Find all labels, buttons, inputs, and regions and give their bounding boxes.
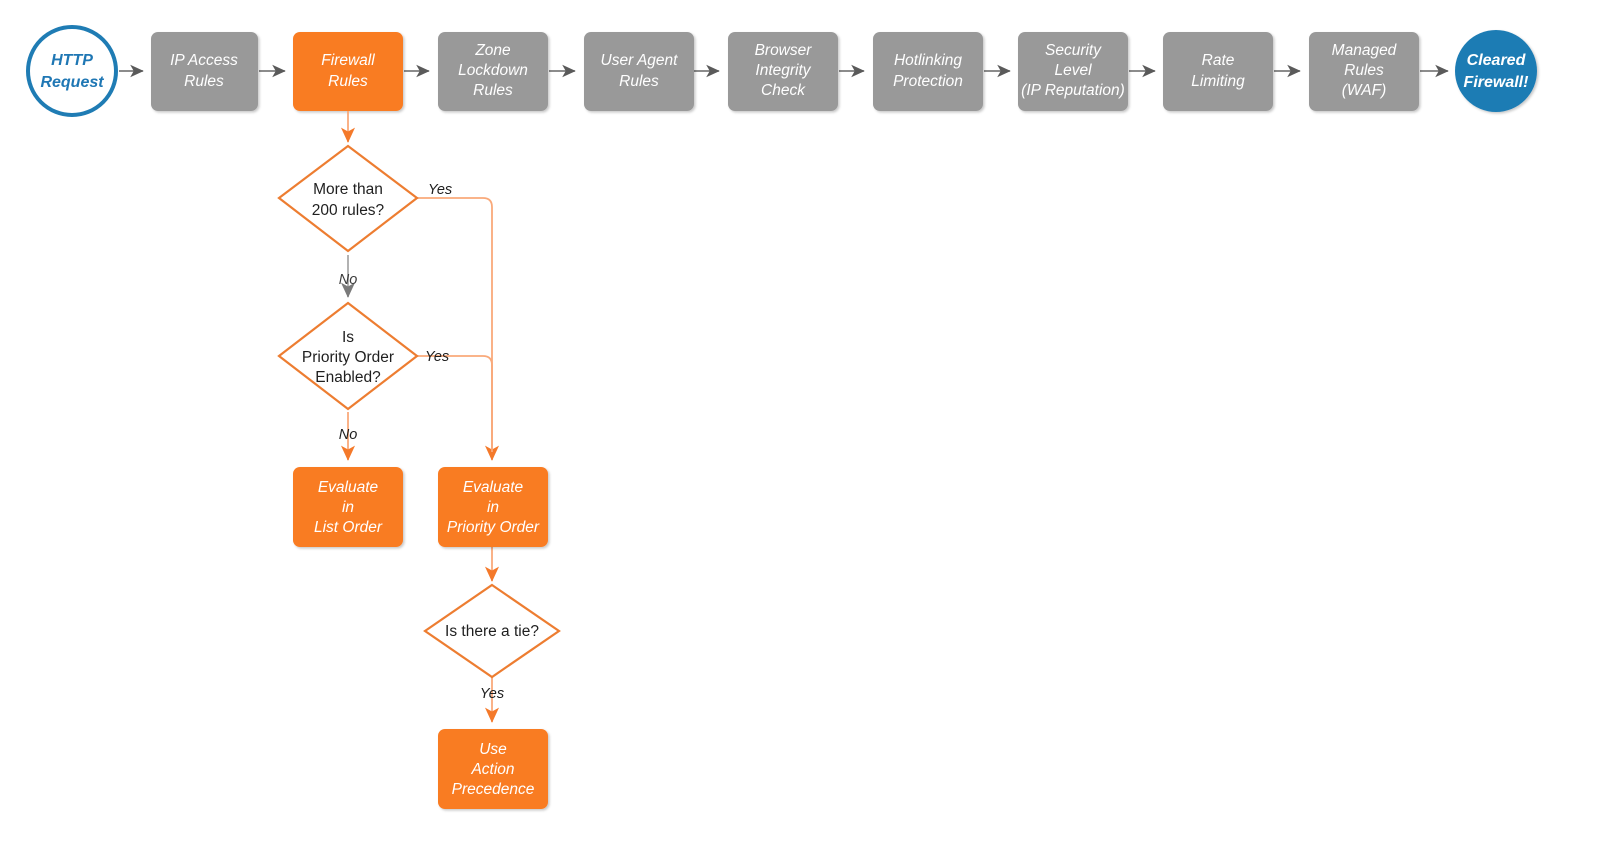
is-there-a-tie-label: Is there a tie? [445, 623, 539, 640]
evaluate-in-priority-order-label-line2: in [487, 499, 499, 516]
edge-label-tie-yes: Yes [480, 686, 504, 702]
rate-limiting-label-line1: Rate [1202, 52, 1235, 69]
more-than-200-rules-label-line1: More than [313, 181, 383, 198]
edge-label-decision2-no: No [339, 427, 358, 443]
rate-limiting-box [1163, 32, 1273, 111]
node-security-level[interactable] [1018, 32, 1128, 111]
ip-access-rules-label-line1: IP Access [170, 52, 238, 69]
managed-rules-waf-label-line1: Managed [1332, 42, 1398, 59]
node-ip-access-rules[interactable] [151, 32, 258, 111]
use-action-precedence-box [438, 729, 548, 809]
more-than-200-rules-diamond [277, 144, 419, 253]
user-agent-rules-label-line2: Rules [619, 73, 659, 90]
security-level-label-line3: (IP Reputation) [1021, 82, 1125, 99]
is-priority-order-enabled-label-line3: Enabled? [315, 369, 381, 386]
use-action-precedence-label-line3: Precedence [452, 781, 535, 798]
cleared-firewall-label-line1: Cleared [1467, 52, 1527, 69]
is-priority-order-enabled-label-line1: Is [342, 329, 354, 346]
node-user-agent-rules[interactable] [584, 32, 694, 111]
user-agent-rules-label-line1: User Agent [601, 52, 679, 69]
security-level-label-line2: Level [1054, 62, 1092, 79]
is-priority-order-enabled-label-line2: Priority Order [302, 349, 394, 366]
cleared-firewall-circle [1455, 30, 1537, 112]
evaluate-in-list-order-label-line2: in [342, 499, 354, 516]
node-hotlinking-protection[interactable] [873, 32, 983, 111]
http-request-label-line1: HTTP [51, 52, 93, 69]
is-there-a-tie-diamond [423, 583, 561, 679]
firewall-rules-label-line1: Firewall [321, 52, 375, 69]
http-request-circle [26, 25, 118, 117]
node-evaluate-in-list-order[interactable] [293, 467, 403, 547]
node-browser-integrity-check[interactable] [728, 32, 838, 111]
node-evaluate-in-priority-order[interactable] [438, 467, 548, 547]
security-level-label-line1: Security [1045, 42, 1102, 59]
use-action-precedence-label-line1: Use [479, 741, 507, 758]
hotlinking-protection-label-line2: Protection [893, 73, 963, 90]
ip-access-rules-box [151, 32, 258, 111]
edge-label-decision1-no: No [339, 272, 358, 288]
node-managed-rules-waf[interactable] [1309, 32, 1419, 111]
browser-integrity-check-box [728, 32, 838, 111]
zone-lockdown-rules-label-line1: Zone [474, 42, 511, 59]
node-rate-limiting[interactable] [1163, 32, 1273, 111]
managed-rules-waf-label-line2: Rules [1344, 62, 1384, 79]
evaluate-in-priority-order-label-line1: Evaluate [463, 479, 524, 496]
evaluate-in-list-order-label-line1: Evaluate [318, 479, 379, 496]
node-is-priority-order-enabled[interactable]: Is Priority Order Enabled? [277, 301, 419, 411]
zone-lockdown-rules-label-line3: Rules [473, 82, 513, 99]
ip-access-rules-label-line2: Rules [184, 73, 224, 90]
zone-lockdown-rules-label-line2: Lockdown [458, 62, 528, 79]
hotlinking-protection-box [873, 32, 983, 111]
managed-rules-waf-label-line3: (WAF) [1342, 82, 1386, 99]
is-priority-order-enabled-diamond [277, 301, 419, 411]
node-use-action-precedence[interactable] [438, 729, 548, 809]
managed-rules-waf-box [1309, 32, 1419, 111]
evaluate-in-priority-order-box [438, 467, 548, 547]
firewall-rules-label-line2: Rules [328, 73, 368, 90]
firewall-rules-box [293, 32, 403, 111]
connector-decision2-yes-to-priority-order [417, 355, 493, 452]
evaluate-in-list-order-label-line3: List Order [314, 519, 383, 536]
node-is-there-a-tie[interactable]: Is there a tie? [423, 583, 561, 679]
node-firewall-rules[interactable] [293, 32, 403, 111]
more-than-200-rules-label-line2: 200 rules? [312, 202, 385, 219]
evaluate-in-list-order-box [293, 467, 403, 547]
node-more-than-200-rules[interactable]: More than 200 rules? [277, 144, 419, 253]
node-http-request[interactable]: HTTP Request [26, 25, 118, 117]
cleared-firewall-label-line2: Firewall! [1464, 74, 1530, 91]
security-level-box [1018, 32, 1128, 111]
edge-label-decision1-yes: Yes [428, 182, 452, 198]
zone-lockdown-rules-box [438, 32, 548, 111]
browser-integrity-check-label-line2: Integrity [755, 62, 811, 79]
node-cleared-firewall[interactable] [1455, 30, 1537, 112]
rate-limiting-label-line2: Limiting [1191, 73, 1245, 90]
use-action-precedence-label-line2: Action [470, 761, 514, 778]
browser-integrity-check-label-line3: Check [761, 82, 806, 99]
browser-integrity-check-label-line1: Browser [755, 42, 813, 59]
user-agent-rules-box [584, 32, 694, 111]
http-request-label-line2: Request [40, 74, 104, 91]
connector-decision1-yes-to-priority-order [417, 197, 500, 461]
edge-label-decision2-yes: Yes [425, 349, 449, 365]
node-zone-lockdown-rules[interactable] [438, 32, 548, 111]
evaluate-in-priority-order-label-line3: Priority Order [447, 519, 540, 536]
hotlinking-protection-label-line1: Hotlinking [894, 52, 962, 69]
